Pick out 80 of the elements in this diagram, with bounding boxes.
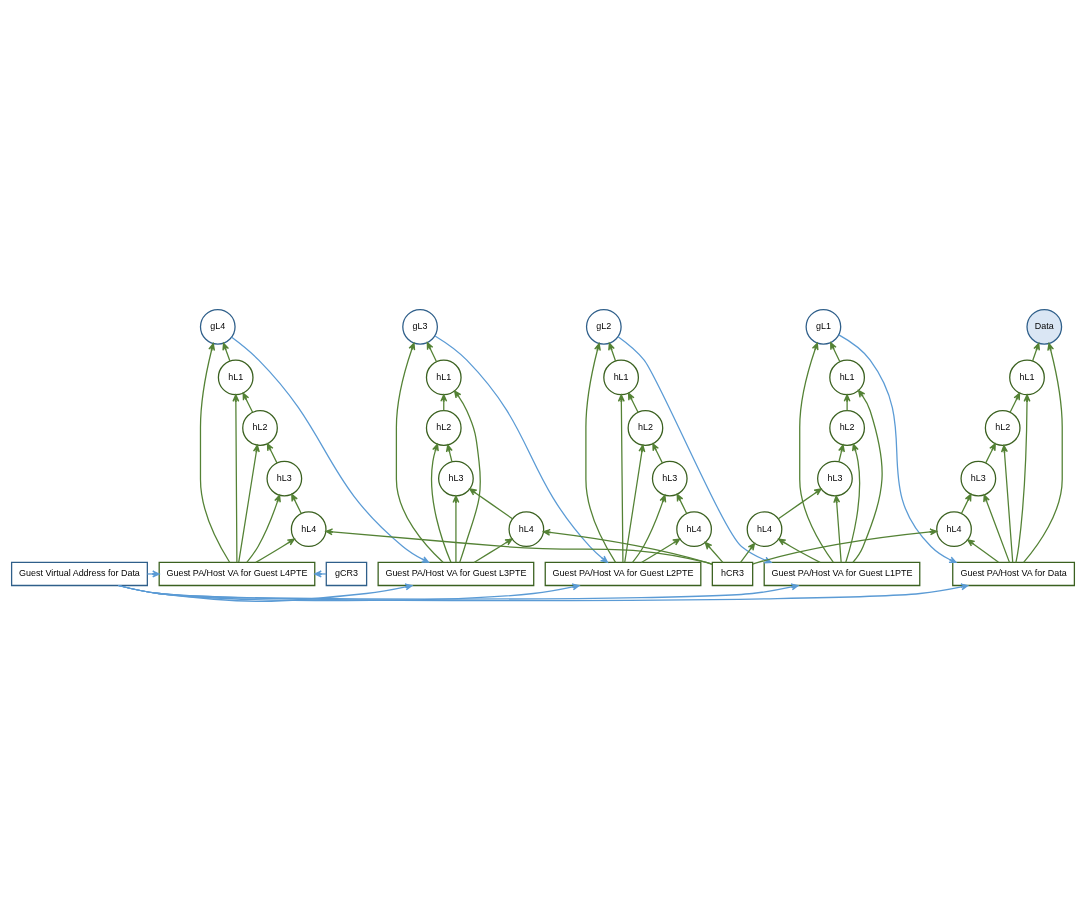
arrow [231,336,430,563]
node-box: Guest PA/Host VA for Data [952,561,1076,587]
node-box: Guest PA/Host VA for Guest L1PTE [763,561,921,587]
node-box: gCR3 [325,561,368,587]
node-circle: hL4 [936,511,972,548]
arrow [799,342,834,563]
arrow [830,342,841,363]
node-circle: hL3 [266,460,303,497]
node-circle: gL2 [585,308,622,345]
arrow [739,542,756,563]
arrow [983,494,1011,563]
arrow [704,541,724,563]
node-circle: hL1 [603,359,640,396]
arrow [454,390,481,564]
arrow [452,495,460,563]
arrow [426,342,438,363]
arrow [222,342,231,362]
arrow [985,443,996,464]
node-box: Guest PA/Host VA for Guest L2PTE [544,561,702,587]
arrow [845,443,861,563]
arrow [542,528,713,566]
arrow [777,488,822,520]
arrow [652,443,663,464]
arrow [631,494,667,563]
node-box: Guest Virtual Address for Data [10,561,148,587]
arrow [199,342,231,563]
arrow [838,444,845,463]
arrow [617,394,625,563]
arrow [1015,394,1031,564]
arrow [469,488,514,520]
arrow [967,539,1000,563]
node-circle: hL2 [829,410,866,446]
node-box: Guest PA/Host VA for Guest L4PTE [158,561,316,587]
node-circle: hL4 [508,511,545,548]
arrow [117,583,969,602]
arrow [146,570,160,578]
arrow [232,394,240,563]
node-circle: Data [1026,308,1063,345]
node-circle: hL2 [984,410,1021,446]
arrow [1000,444,1014,563]
arrow [445,444,453,463]
arrow [325,528,713,565]
arrow [473,538,513,564]
arrow [1031,342,1040,362]
node-circle: hL3 [960,460,997,497]
arrow [1023,342,1063,564]
arrow [624,444,646,563]
arrow [627,392,639,413]
node-circle: hL4 [290,511,327,548]
arrow [255,538,295,563]
node-circle: hL2 [425,410,462,446]
arrow [852,389,883,563]
node-box: hCR3 [711,561,754,587]
arrow [640,538,681,564]
arrow [833,495,842,563]
arrow [238,444,260,563]
node-circle: hL3 [817,460,853,497]
arrow [246,494,281,563]
node-circle: hL4 [746,511,783,548]
node-circle: gL1 [805,308,842,345]
node-circle: gL3 [402,308,438,345]
node-circle: hL3 [651,460,688,497]
arrow [843,394,851,412]
arrow [608,342,617,362]
node-box: Guest PA/Host VA for Guest L3PTE [377,561,535,587]
node-circle: hL2 [242,410,278,446]
node-circle: gL4 [199,308,236,345]
arrow [778,538,821,563]
arrow [960,493,972,515]
arrow [585,342,617,563]
node-circle: hL1 [425,359,462,396]
arrow [430,443,452,563]
arrow [838,334,957,564]
arrow [314,570,327,578]
node-circle: hL1 [217,359,254,396]
arrow [434,335,609,563]
node-circle: hL2 [627,410,664,446]
arrow [1009,392,1021,413]
node-circle: hL3 [438,460,474,497]
node-circle: hL1 [1009,359,1045,396]
